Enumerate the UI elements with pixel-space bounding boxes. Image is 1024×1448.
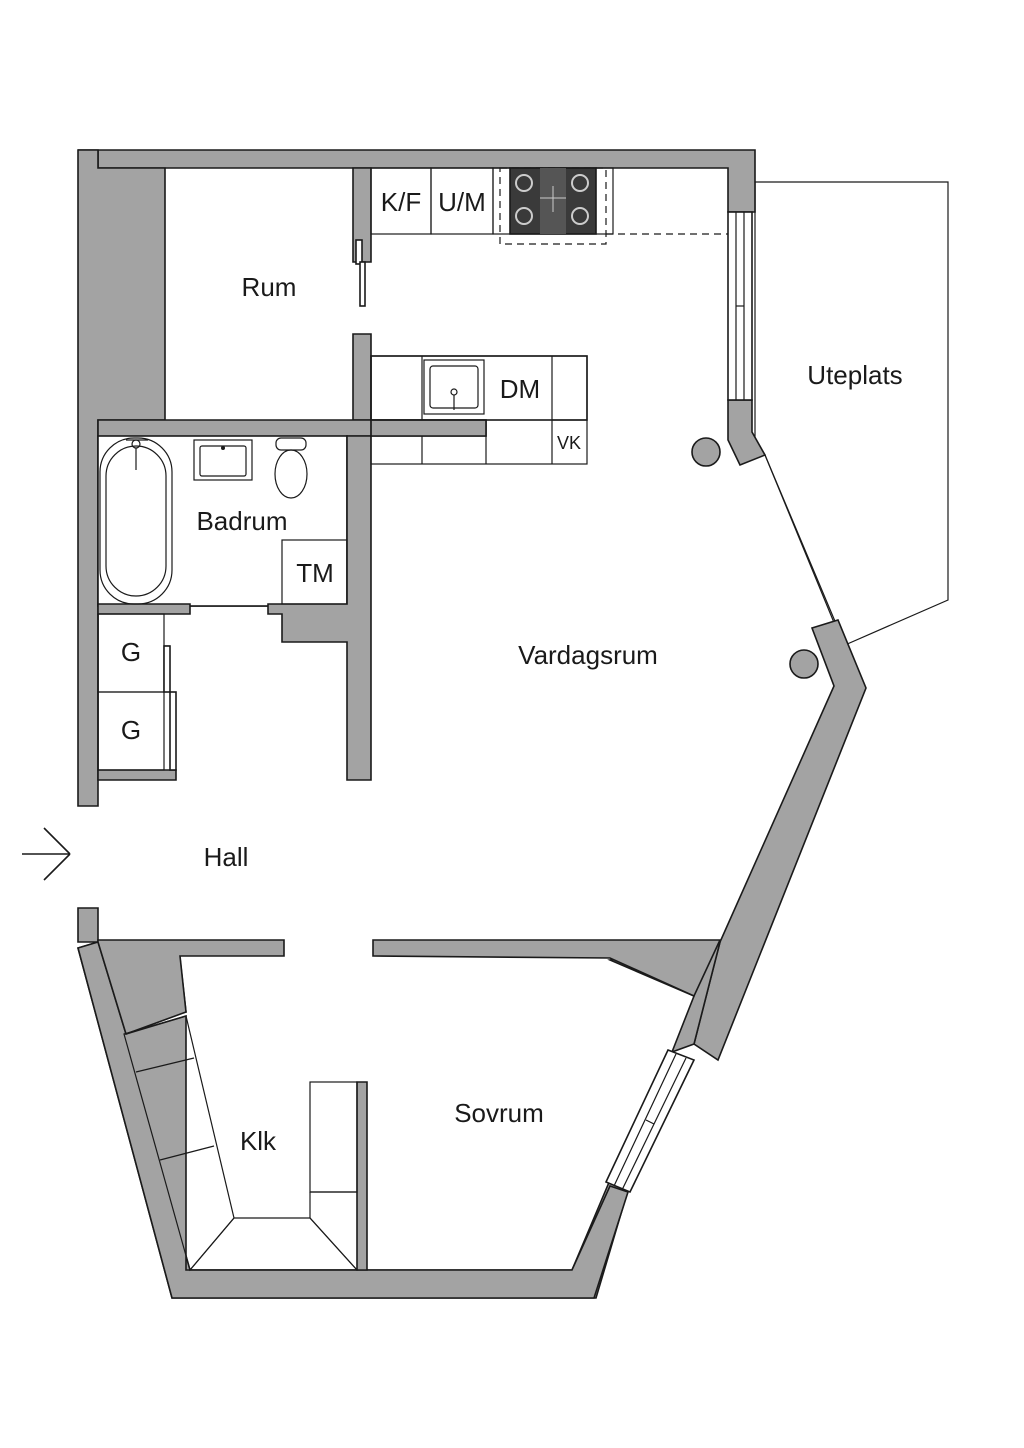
wall-rum-kitchen-lower — [352, 333, 372, 421]
terrace-outline — [754, 181, 949, 646]
wall-closet-bedroom — [356, 1081, 368, 1271]
room-label-klk: Klk — [240, 1126, 277, 1156]
wall-hall-bedroom-left — [97, 939, 285, 1036]
wardrobes — [97, 613, 177, 771]
fixture-label-g1: G — [121, 637, 141, 667]
exterior-wall-window-jamb — [727, 399, 767, 467]
entrance-arrow-icon — [22, 827, 71, 881]
fixture-label-kf: K/F — [381, 187, 421, 217]
washing-machine-box — [281, 539, 348, 605]
room-label-rum: Rum — [242, 272, 297, 302]
room-label-uteplats: Uteplats — [807, 360, 902, 390]
wall-bath-bottom-left — [97, 603, 191, 615]
kitchen-sink-icon — [423, 359, 485, 415]
room-label-sovrum: Sovrum — [454, 1098, 544, 1128]
exterior-wall-left-lower — [77, 907, 99, 943]
kitchen-island — [370, 355, 588, 465]
bathtub-icon — [99, 437, 173, 605]
terrace-door-line — [764, 454, 836, 626]
fixture-label-vk: VK — [557, 433, 581, 453]
washbasin-icon — [193, 439, 253, 481]
room-label-vardagsrum: Vardagsrum — [518, 640, 658, 670]
window-living-room — [727, 211, 753, 401]
wall-hall-bedroom-right — [372, 939, 722, 998]
fixture-label-g2: G — [121, 715, 141, 745]
stove-icon — [509, 167, 597, 235]
toilet-icon — [274, 437, 308, 499]
room-label-hall: Hall — [204, 842, 249, 872]
fixture-label-um: U/M — [438, 187, 486, 217]
wall-rum-kitchen-upper — [352, 167, 372, 263]
column-upper — [691, 437, 721, 467]
door-rum — [355, 239, 366, 307]
fixture-label-dm: DM — [500, 374, 540, 404]
closet-shelves — [123, 1015, 359, 1272]
window-bedroom — [604, 1048, 696, 1194]
room-label-badrum: Badrum — [196, 506, 287, 536]
exterior-wall-right-slant — [693, 619, 867, 1062]
column-lower — [789, 649, 819, 679]
fixture-label-tm: TM — [296, 558, 334, 588]
wall-kitchen-island — [370, 419, 487, 437]
